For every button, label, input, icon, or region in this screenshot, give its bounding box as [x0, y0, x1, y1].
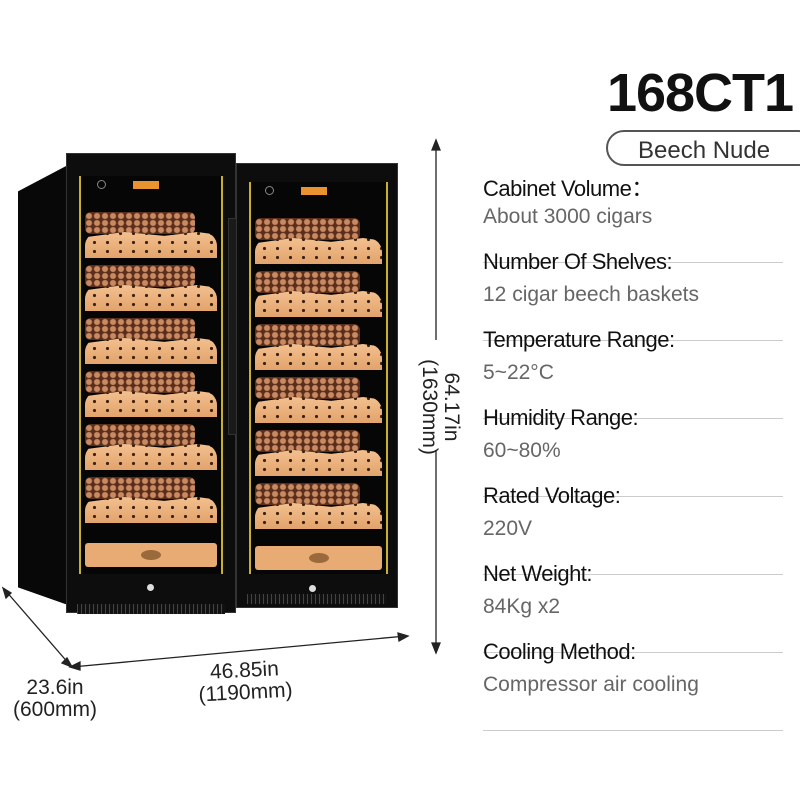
height-mm: (1630mm) — [418, 359, 441, 455]
cigars — [255, 430, 360, 452]
spec-row: Net Weight: 84Kg x2 — [483, 561, 783, 653]
right-vent-grille — [247, 594, 387, 604]
cigar-shelf — [85, 212, 217, 262]
cigars — [85, 477, 195, 499]
spec-row: Number Of Shelves: 12 cigar beech baskets — [483, 249, 783, 341]
right-control-icon — [265, 186, 274, 195]
right-door-glass — [249, 182, 388, 574]
left-display — [133, 181, 159, 189]
cigar-shelf — [255, 324, 382, 374]
spec-value: 5~22°C — [483, 361, 554, 384]
spec-label: Cabinet Volume： — [483, 176, 653, 201]
cigar-shelf — [85, 371, 217, 421]
left-door — [66, 153, 236, 614]
spec-label: Rated Voltage: — [483, 483, 621, 508]
right-display — [301, 187, 327, 195]
spec-value: 60~80% — [483, 439, 561, 462]
cigar-shelf — [255, 271, 382, 321]
left-vent-grille — [77, 604, 225, 614]
beech-basket — [85, 497, 217, 523]
depth-dimension-label: 23.6in (600mm) — [0, 677, 110, 721]
beech-basket — [255, 344, 382, 370]
depth-in: 23.6in — [26, 676, 84, 699]
beech-basket — [255, 238, 382, 264]
cigar-shelf — [255, 218, 382, 268]
beech-basket — [255, 450, 382, 476]
cigars — [255, 218, 360, 240]
cigar-shelf — [255, 483, 382, 533]
right-control-panel — [255, 546, 382, 570]
spec-label: Cooling Method: — [483, 639, 636, 664]
width-dimension-label: 46.85in (1190mm) — [179, 657, 311, 708]
cigar-shelf — [255, 377, 382, 427]
spec-row: Humidity Range: 60~80% — [483, 405, 783, 497]
beech-basket — [85, 391, 217, 417]
spec-row: Rated Voltage: 220V — [483, 483, 783, 575]
spec-label: Temperature Range: — [483, 327, 675, 352]
right-vent-icon — [309, 553, 329, 563]
left-lock-icon[interactable] — [147, 584, 154, 591]
beech-basket — [85, 444, 217, 470]
cigars — [85, 318, 195, 340]
cigars — [255, 324, 360, 346]
left-control-icon — [97, 180, 106, 189]
cigars — [85, 371, 195, 393]
left-control-panel — [85, 543, 217, 567]
spec-value: 84Kg x2 — [483, 595, 561, 618]
right-door — [236, 163, 398, 608]
spec-value: 220V — [483, 517, 533, 540]
beech-basket — [85, 338, 217, 364]
cabinet-side — [18, 165, 68, 605]
left-vent-icon — [141, 550, 161, 560]
spec-label: Number Of Shelves: — [483, 249, 673, 274]
color-variant-badge: Beech Nude — [606, 130, 800, 166]
spec-row: Temperature Range: 5~22°C — [483, 327, 783, 419]
cigar-shelf — [255, 430, 382, 480]
beech-basket — [255, 503, 382, 529]
depth-mm: (600mm) — [12, 698, 97, 721]
height-in: 64.17in — [440, 372, 463, 442]
right-lock-icon[interactable] — [309, 585, 316, 592]
spec-value: 12 cigar beech baskets — [483, 283, 699, 306]
cigars — [85, 424, 195, 446]
spec-label: Humidity Range: — [483, 405, 639, 430]
height-dimension-label: 64.17in (1630mm) — [418, 327, 463, 487]
spec-value: About 3000 cigars — [483, 205, 653, 228]
cigar-shelf — [85, 424, 217, 474]
cigar-shelf — [85, 477, 217, 527]
spec-label: Net Weight: — [483, 561, 593, 586]
color-variant-label: Beech Nude — [638, 137, 771, 164]
cigars — [255, 483, 360, 505]
cigars — [255, 271, 360, 293]
spec-row: Cooling Method: Compressor air cooling — [483, 639, 783, 731]
width-arrow — [71, 635, 407, 668]
cigar-shelf — [85, 318, 217, 368]
cigars — [255, 377, 360, 399]
cigars — [85, 265, 195, 287]
depth-arrow — [4, 589, 71, 666]
cigar-shelf — [85, 265, 217, 315]
beech-basket — [85, 232, 217, 258]
spec-row: Cabinet Volume： About 3000 cigars — [483, 176, 783, 263]
beech-basket — [85, 285, 217, 311]
model-title: 168CT1 — [606, 63, 794, 123]
left-door-glass — [79, 176, 223, 574]
beech-basket — [255, 397, 382, 423]
cigars — [85, 212, 195, 234]
spec-value: Compressor air cooling — [483, 673, 699, 696]
beech-basket — [255, 291, 382, 317]
